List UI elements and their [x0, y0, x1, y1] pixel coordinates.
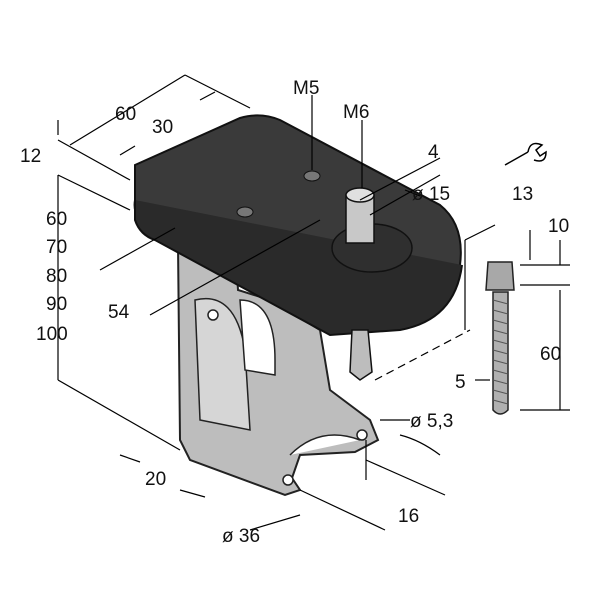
dim-shaft-diameter: ø 15 — [412, 184, 450, 205]
dim-height-60: 60 — [46, 209, 67, 230]
dim-top-width: 60 — [115, 104, 136, 125]
dim-base-20: 20 — [145, 469, 166, 490]
dim-depth-54: 54 — [108, 302, 130, 323]
dim-thread-m5: M5 — [293, 78, 319, 99]
wrench-icon — [504, 142, 547, 166]
dim-height-100: 100 — [36, 324, 68, 345]
dim-height-12: 12 — [20, 146, 41, 167]
dim-shaft-flat: 4 — [428, 142, 439, 163]
dim-screw-thread: 5 — [455, 372, 466, 393]
dimension-lines — [57, 74, 570, 531]
dim-top-offset: 30 — [152, 117, 173, 138]
dim-height-90: 90 — [46, 294, 67, 315]
dim-height-80: 80 — [46, 266, 67, 287]
dim-screw-head: 10 — [548, 216, 569, 237]
dim-hole-diameter: ø 5,3 — [410, 411, 453, 432]
dimension-labels: 60 30 M5 M6 4 ø 15 12 60 70 80 90 100 54… — [20, 78, 569, 547]
dim-screw-length: 60 — [540, 344, 561, 365]
dim-height-70: 70 — [46, 237, 67, 258]
dim-cutout-diameter: ø 36 — [222, 526, 260, 547]
dim-thread-m6: M6 — [343, 102, 369, 123]
dim-base-16: 16 — [398, 506, 419, 527]
sensor-housing — [133, 114, 463, 381]
dim-wrench-size: 13 — [512, 184, 533, 205]
bracket — [176, 238, 380, 497]
screw — [485, 261, 515, 415]
